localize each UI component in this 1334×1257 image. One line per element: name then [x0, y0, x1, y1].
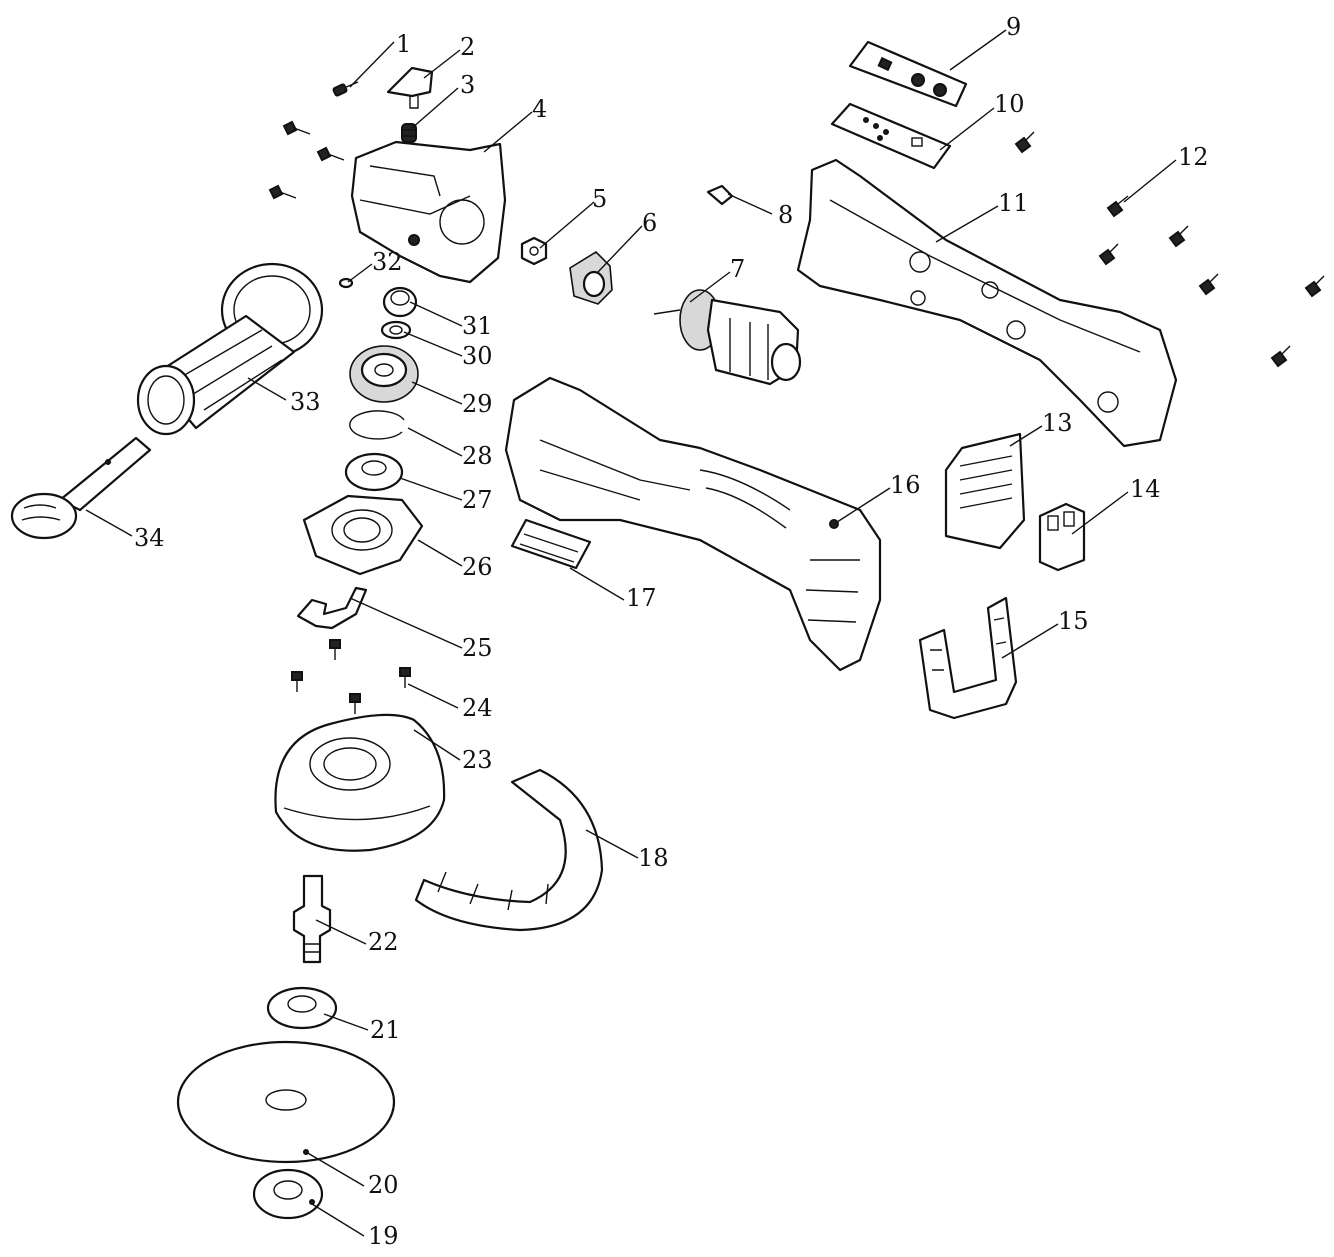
part-33-side-handle	[136, 262, 324, 436]
part-2-lever	[386, 66, 434, 109]
callout-labels: 1 2 3 4 5 6 7 8 9 10 11 12 13 14 15 16 1…	[134, 13, 1209, 1250]
callout-33: 33	[290, 388, 321, 416]
callout-18: 18	[638, 844, 669, 872]
callout-31: 31	[462, 312, 493, 340]
callout-34: 34	[134, 524, 165, 552]
callout-7: 7	[730, 255, 745, 283]
part-13-battery-cover	[944, 432, 1026, 550]
part-9-label	[848, 40, 968, 108]
part-17-nameplate	[510, 518, 592, 570]
part-15-latch-frame	[918, 596, 1018, 720]
callout-20: 20	[368, 1171, 399, 1199]
callout-12: 12	[1178, 143, 1209, 171]
part-18-cutting-guard	[414, 768, 604, 932]
callout-22: 22	[368, 928, 399, 956]
part-19-flange-nut	[252, 1168, 324, 1220]
part-3-spring	[401, 123, 417, 143]
callout-32: 32	[372, 248, 403, 276]
part-30-washer	[380, 320, 412, 340]
part-4-gear-housing	[350, 140, 507, 284]
callout-16: 16	[890, 471, 921, 499]
housing-screws-right	[1014, 131, 1325, 368]
callout-23: 23	[462, 746, 493, 774]
part-11-right-housing	[796, 158, 1178, 448]
callout-5: 5	[592, 185, 607, 213]
leader-lines	[85, 29, 1177, 1237]
callout-9: 9	[1006, 13, 1021, 41]
part-28-circlip	[349, 410, 405, 440]
callout-26: 26	[462, 553, 493, 581]
callout-24: 24	[462, 694, 493, 722]
part-31-bushing	[382, 286, 418, 318]
part-10-pcb	[830, 102, 952, 170]
part-29-bevel-gear	[349, 345, 419, 403]
callout-29: 29	[462, 390, 493, 418]
part-23-wheel-guard	[274, 713, 446, 852]
callout-3: 3	[460, 71, 475, 99]
part-25-clamp	[296, 586, 368, 630]
callout-13: 13	[1042, 409, 1073, 437]
callout-8: 8	[778, 201, 793, 229]
callout-21: 21	[370, 1016, 401, 1044]
callout-14: 14	[1130, 475, 1161, 503]
callout-25: 25	[462, 634, 493, 662]
callout-15: 15	[1058, 607, 1089, 635]
part-1-screw	[332, 81, 359, 97]
part-22-spindle	[292, 874, 332, 964]
part-8-clip	[706, 184, 734, 206]
callout-17: 17	[626, 584, 657, 612]
part-34-lock-lever	[10, 436, 152, 540]
callout-30: 30	[462, 342, 493, 370]
part-20-disc	[176, 1040, 396, 1164]
part-26-bearing-cover	[302, 494, 424, 576]
callout-2: 2	[460, 33, 475, 61]
callout-10: 10	[994, 90, 1025, 118]
part-24-screws	[291, 639, 411, 714]
housing-screws	[268, 120, 345, 200]
callout-6: 6	[642, 209, 657, 237]
part-7-motor	[653, 289, 802, 386]
part-6-pinion-gear	[569, 250, 613, 305]
callout-28: 28	[462, 442, 493, 470]
part-21-inner-flange	[266, 986, 338, 1030]
part-27-bearing	[344, 452, 404, 492]
callout-27: 27	[462, 486, 493, 514]
part-16-left-housing	[504, 376, 882, 672]
part-5-nut	[520, 236, 548, 266]
callout-11: 11	[998, 189, 1029, 217]
callout-19: 19	[368, 1222, 399, 1250]
callout-1: 1	[396, 30, 411, 58]
part-14-terminal	[1038, 502, 1086, 572]
callout-4: 4	[532, 95, 547, 123]
